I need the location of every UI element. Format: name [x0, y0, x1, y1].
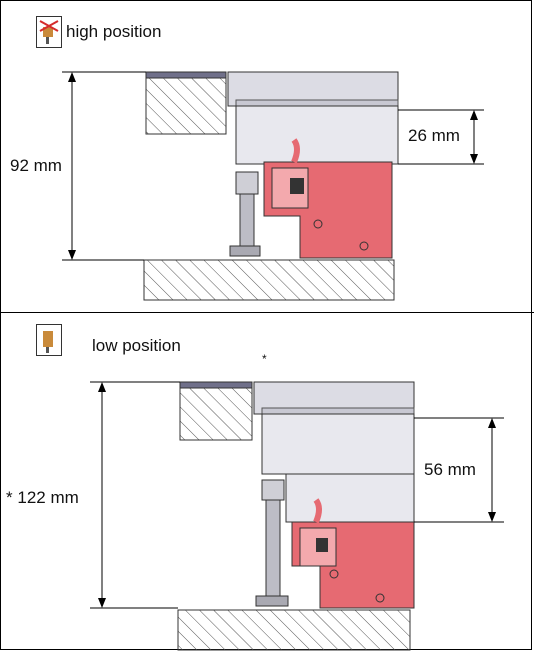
- foot-screw: [239, 193, 255, 247]
- countertop-block: [179, 387, 253, 441]
- foot-nut: [235, 171, 259, 195]
- countertop-block: [145, 75, 227, 135]
- high-offset-dimension: 26 mm: [408, 126, 460, 145]
- low-total-value: 122 mm: [17, 488, 79, 507]
- asterisk-prefix: *: [6, 488, 13, 507]
- low-offset-dimension: 56 mm: [424, 460, 476, 479]
- foot-base: [255, 595, 289, 607]
- plug-icon: [36, 324, 62, 356]
- low-total-dimension: * 122 mm: [6, 488, 79, 508]
- asterisk-mark: *: [262, 352, 267, 366]
- high-position-drawing: [62, 71, 484, 301]
- high-position-panel: high position: [0, 0, 534, 313]
- high-total-dimension: 92 mm: [10, 156, 62, 175]
- floor-block: [177, 609, 411, 651]
- low-position-drawing: [90, 381, 504, 651]
- foot-nut: [261, 479, 285, 501]
- high-position-title: high position: [66, 22, 162, 41]
- low-position-panel: low position *: [0, 312, 534, 652]
- foot-screw: [265, 499, 281, 597]
- foot-base: [229, 245, 261, 257]
- low-position-title: low position: [92, 336, 181, 355]
- plug-crossed-icon: [36, 16, 62, 48]
- floor-block: [143, 259, 395, 301]
